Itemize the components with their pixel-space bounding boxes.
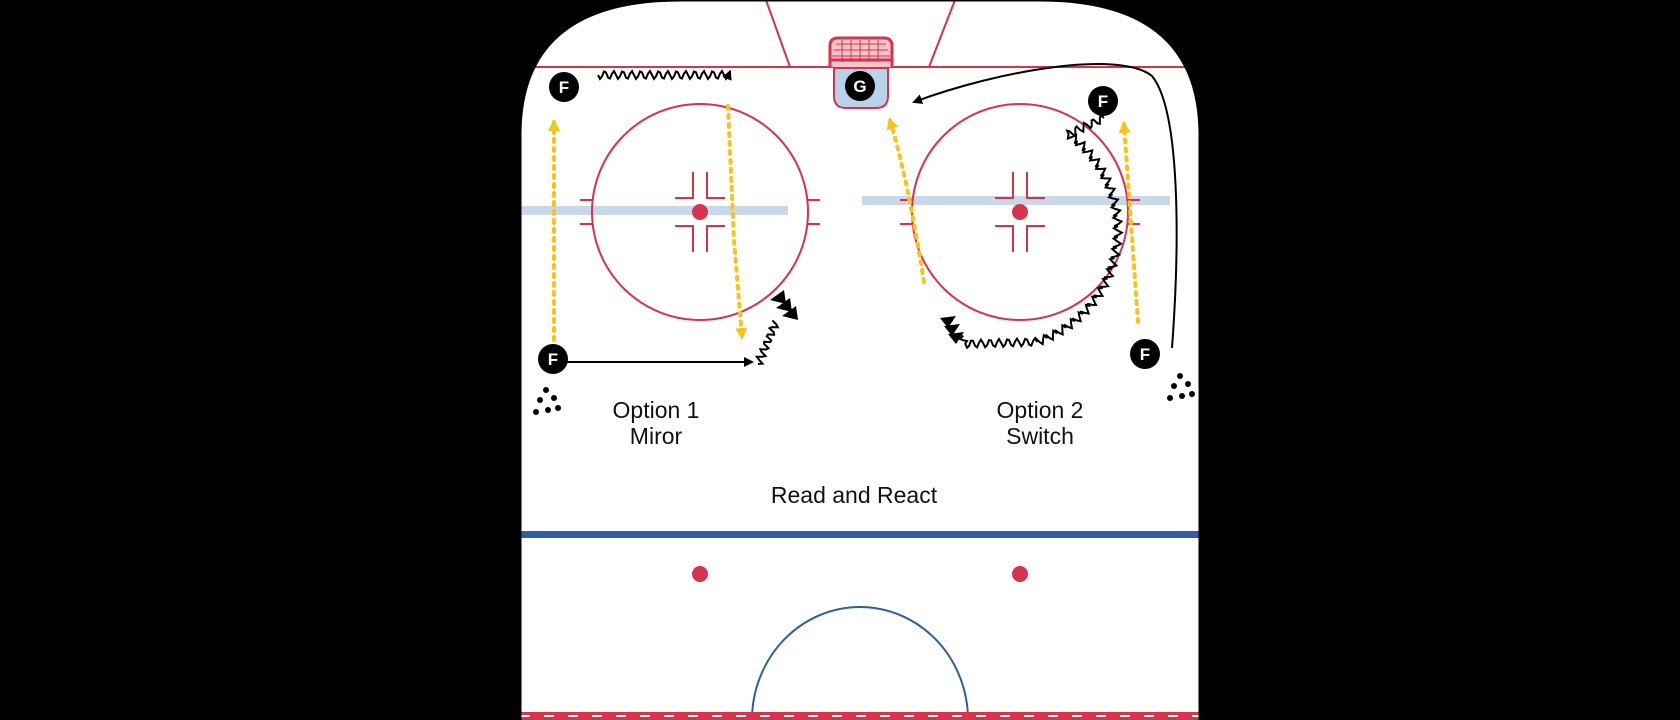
forward-player-4: F xyxy=(1130,339,1160,369)
straight-paths xyxy=(566,63,1178,367)
option-1-sub: Miror xyxy=(630,423,683,449)
forward-player-1: F xyxy=(549,72,579,102)
forward-player-2: F xyxy=(538,344,568,374)
puck-pile-right xyxy=(1167,373,1195,401)
neutral-dot-left xyxy=(692,566,708,582)
neutral-dot-right xyxy=(1012,566,1028,582)
goal-net xyxy=(828,36,894,67)
forward-label: F xyxy=(1140,345,1150,364)
rink-boards xyxy=(518,0,1202,720)
skate-paths xyxy=(597,69,1124,365)
option-2-sub: Switch xyxy=(1006,423,1074,449)
trapezoid-left xyxy=(765,0,791,68)
center-circle xyxy=(751,606,969,720)
blue-line xyxy=(520,531,1200,538)
goalie-label: G xyxy=(853,77,866,96)
option-1-name: Option 1 xyxy=(613,397,700,423)
pass-paths xyxy=(548,104,1140,342)
option-2-name: Option 2 xyxy=(997,397,1084,423)
trapezoid-right xyxy=(928,0,956,68)
forward-label: F xyxy=(548,350,558,369)
forward-player-3: F xyxy=(1088,86,1118,116)
shade-bar-left xyxy=(520,206,788,215)
forward-label: F xyxy=(559,78,569,97)
rink-ice xyxy=(520,0,1200,720)
shade-bar-right xyxy=(862,196,1170,205)
faceoff-circle-left xyxy=(580,103,820,321)
forward-label: F xyxy=(1098,92,1108,111)
goalie-player: G xyxy=(845,71,875,101)
shot-chevrons xyxy=(770,290,964,344)
diagram-title: Read and React xyxy=(771,482,938,508)
puck-pile-left xyxy=(533,387,561,415)
